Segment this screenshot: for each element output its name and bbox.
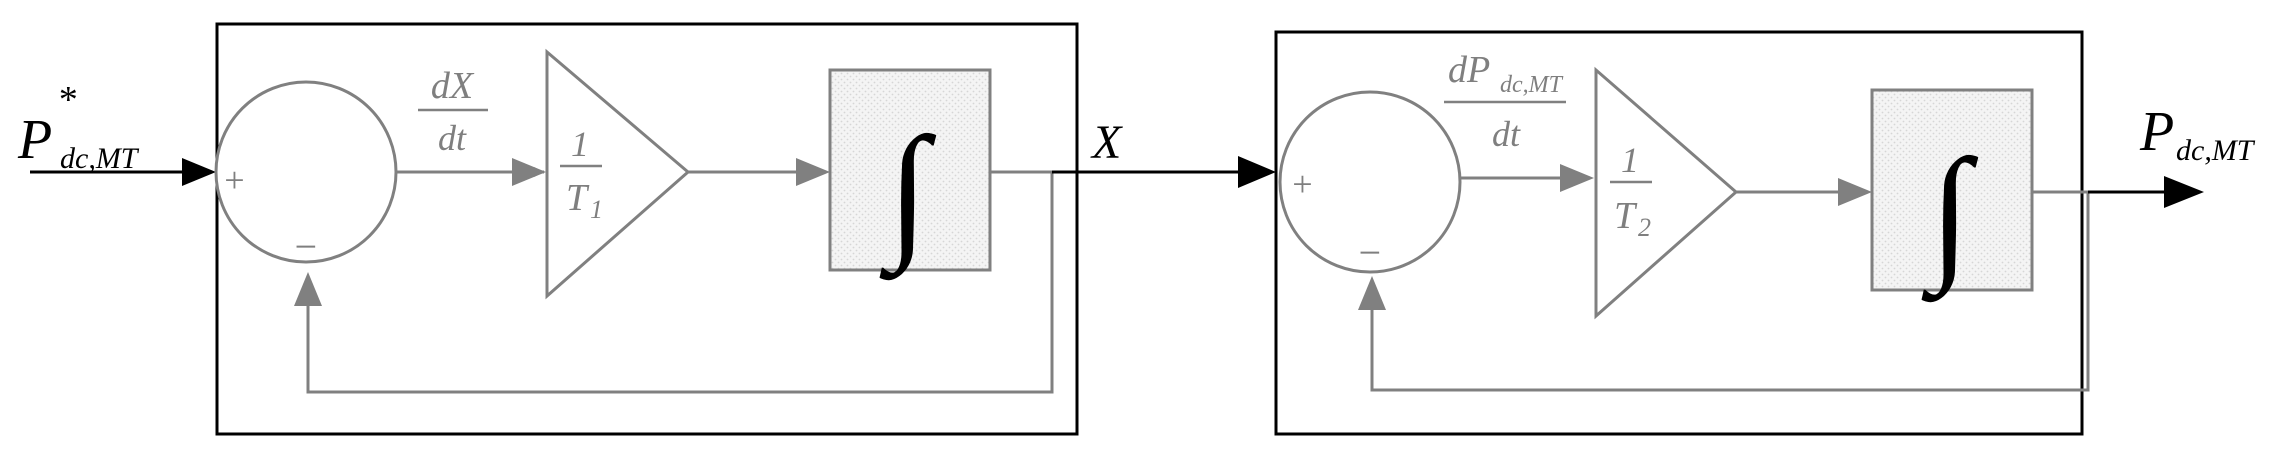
stage2-gain-to-int-arrow-head: [1838, 178, 1872, 206]
input-subscript: dc,MT: [60, 142, 140, 175]
stage1-derivative-num: dX: [431, 65, 475, 107]
stage2-sum-minus: −: [1356, 230, 1383, 275]
output-subscript: dc,MT: [2176, 134, 2256, 167]
stage1-derivative-den: dt: [438, 118, 467, 158]
stage1-gain-label: 1 T 1: [560, 124, 603, 224]
input-symbol: P: [17, 109, 52, 171]
stage2-error-arrow-head: [1560, 164, 1594, 192]
input-arrow-head: [182, 158, 216, 186]
stage1-gain-to-int-arrow-head: [796, 158, 830, 186]
stage1-gain-num: 1: [571, 124, 589, 164]
stage2-derivative-label: dP dc,MT dt: [1444, 49, 1566, 154]
stage2-gain-triangle: [1594, 66, 1739, 320]
stage1-frame: [215, 22, 1079, 436]
stage2-derivative-den: dt: [1492, 114, 1521, 154]
output-arrow-head: [2164, 176, 2204, 208]
stage1-sum-plus: +: [222, 160, 246, 200]
stage2-derivative-num-sub: dc,MT: [1500, 72, 1564, 98]
stage1-feedback-arrow-head: [294, 272, 322, 306]
stage2-frame: [1274, 30, 2084, 436]
output-label: P dc,MT: [2139, 101, 2256, 167]
input-label: P * dc,MT: [17, 79, 140, 175]
stage2-feedback-path: [1370, 192, 2090, 392]
stage2-gain-label: 1 T 2: [1610, 140, 1652, 242]
stage1-integrator-block: [828, 68, 992, 272]
stage2-sum-junction: [1278, 90, 1462, 274]
stage1-gain-den-sub: 1: [590, 195, 603, 224]
stage2-integrator-block: [1870, 88, 2034, 292]
stage1-gain-triangle: [545, 48, 691, 300]
stage1-sum-minus: −: [292, 224, 319, 269]
intermediate-label: X: [1090, 116, 1123, 169]
stage2-gain-num: 1: [1621, 140, 1639, 180]
stage1-error-arrow-head: [512, 158, 546, 186]
stage2-integrator-symbol: ∫: [1921, 129, 1978, 303]
stage1-feedback-path: [306, 172, 1054, 394]
stage1-derivative-label: dX dt: [418, 65, 488, 158]
stage1-gain-den-symbol: T: [566, 177, 590, 219]
intermediate-arrow-head: [1238, 156, 1276, 188]
output-symbol: P: [2139, 101, 2174, 163]
stage2-gain-den-symbol: T: [1614, 195, 1638, 237]
stage2-sum-plus: +: [1290, 164, 1314, 204]
stage1-integrator-symbol: ∫: [879, 107, 936, 281]
stage2-feedback-arrow-head: [1358, 276, 1386, 310]
input-superscript: *: [57, 79, 76, 121]
stage2-derivative-num-symbol: dP: [1448, 49, 1490, 91]
stage2-gain-den-sub: 2: [1638, 213, 1651, 242]
